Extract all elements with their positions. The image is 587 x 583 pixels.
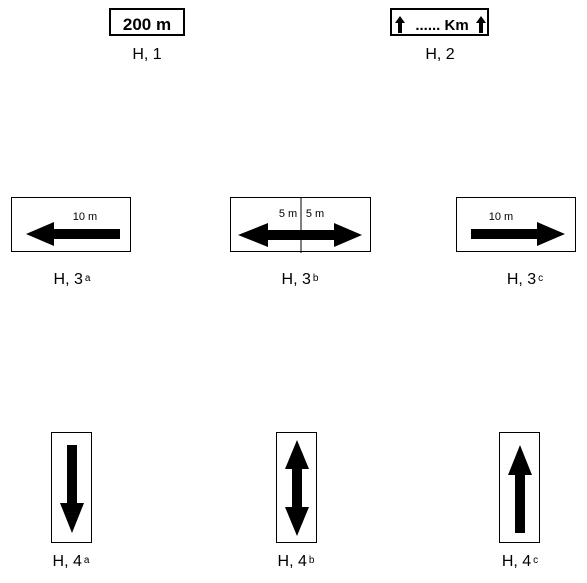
arrow-up-icon — [395, 16, 405, 33]
caption-h3c-sup: c — [538, 273, 544, 284]
sign-h2-graphic: ...... Km — [395, 16, 486, 34]
caption-h3c-main: H, 3 — [506, 271, 537, 288]
sign-h2: ...... Km — [390, 8, 489, 36]
caption-h1-main: H, 1 — [132, 46, 162, 63]
caption-h4b-main: H, 4 — [277, 553, 307, 570]
sign-h4a — [51, 432, 92, 543]
caption-h4c-sup: c — [533, 555, 539, 566]
arrow-left-right-icon — [238, 223, 362, 247]
sign-h4b-graphic — [285, 440, 309, 536]
sign-h3b-graphic: 5 m 5 m — [238, 198, 362, 253]
caption-h4b-sup: b — [308, 555, 315, 566]
sign-h3c-distance: 10 m — [489, 211, 513, 223]
sign-h3c: 10 m — [456, 197, 576, 252]
sign-h3b: 5 m 5 m — [230, 197, 371, 253]
sign-h3b-distance-left: 5 m — [279, 208, 297, 220]
arrow-up-icon — [476, 16, 486, 33]
sign-h2-text: ...... Km — [415, 17, 468, 34]
caption-h4a-main: H, 4 — [52, 553, 82, 570]
sign-h3a-graphic: 10 m — [26, 211, 120, 246]
arrow-right-icon — [471, 222, 565, 246]
caption-h2-main: H, 2 — [425, 46, 455, 63]
arrow-up-icon — [508, 445, 532, 533]
arrow-down-icon — [60, 445, 84, 533]
sign-h3b-distance-right: 5 m — [306, 208, 324, 220]
caption-h4c-main: H, 4 — [501, 553, 532, 570]
arrow-left-icon — [26, 222, 120, 246]
sign-h3a: 10 m — [11, 197, 131, 252]
sign-h4a-graphic — [60, 445, 84, 533]
sign-h4c-graphic — [508, 445, 532, 533]
arrow-up-down-icon — [285, 440, 309, 536]
sign-h1-text: 200 m — [123, 15, 171, 34]
caption-h3a-main: H, 3 — [53, 271, 83, 288]
sign-h3a-distance: 10 m — [73, 211, 97, 223]
sign-h4b — [276, 432, 317, 543]
caption-h3b-main: H, 3 — [281, 271, 311, 288]
caption-h4a-sup: a — [83, 555, 90, 566]
caption-h2: H, 2 — [400, 46, 480, 64]
sign-h3c-graphic: 10 m — [471, 211, 565, 246]
caption-h3b-sup: b — [312, 273, 319, 284]
caption-h3a-sup: a — [84, 273, 91, 284]
sign-h1: 200 m — [109, 8, 185, 36]
sign-h1-graphic: 200 m — [123, 15, 171, 34]
caption-h1: H, 1 — [107, 46, 187, 64]
sign-h4c — [499, 432, 540, 543]
